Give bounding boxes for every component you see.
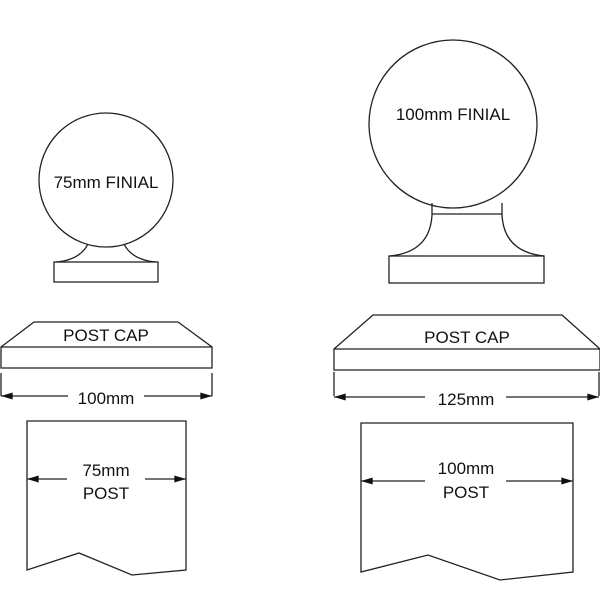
left-cap-label: POST CAP	[63, 326, 149, 345]
right-cap-label: POST CAP	[424, 328, 510, 347]
left-post-label: POST	[83, 484, 129, 503]
left-finial-label: 75mm FINIAL	[54, 173, 159, 192]
right-finial-label: 100mm FINIAL	[396, 105, 510, 124]
right-post-size: 100mm	[438, 459, 495, 478]
left-cap-width: 100mm	[78, 389, 135, 408]
right-finial: 100mm FINIAL	[368, 39, 545, 284]
left-post: 75mm POST	[26, 420, 187, 576]
right-post: 100mm POST	[360, 422, 574, 581]
left-finial: 75mm FINIAL	[38, 112, 174, 283]
left-post-cap: POST CAP 100mm	[0, 321, 213, 408]
right-post-label: POST	[443, 483, 489, 502]
left-post-size: 75mm	[82, 461, 129, 480]
right-post-cap: POST CAP 125mm	[333, 314, 600, 409]
right-cap-width: 125mm	[438, 390, 495, 409]
